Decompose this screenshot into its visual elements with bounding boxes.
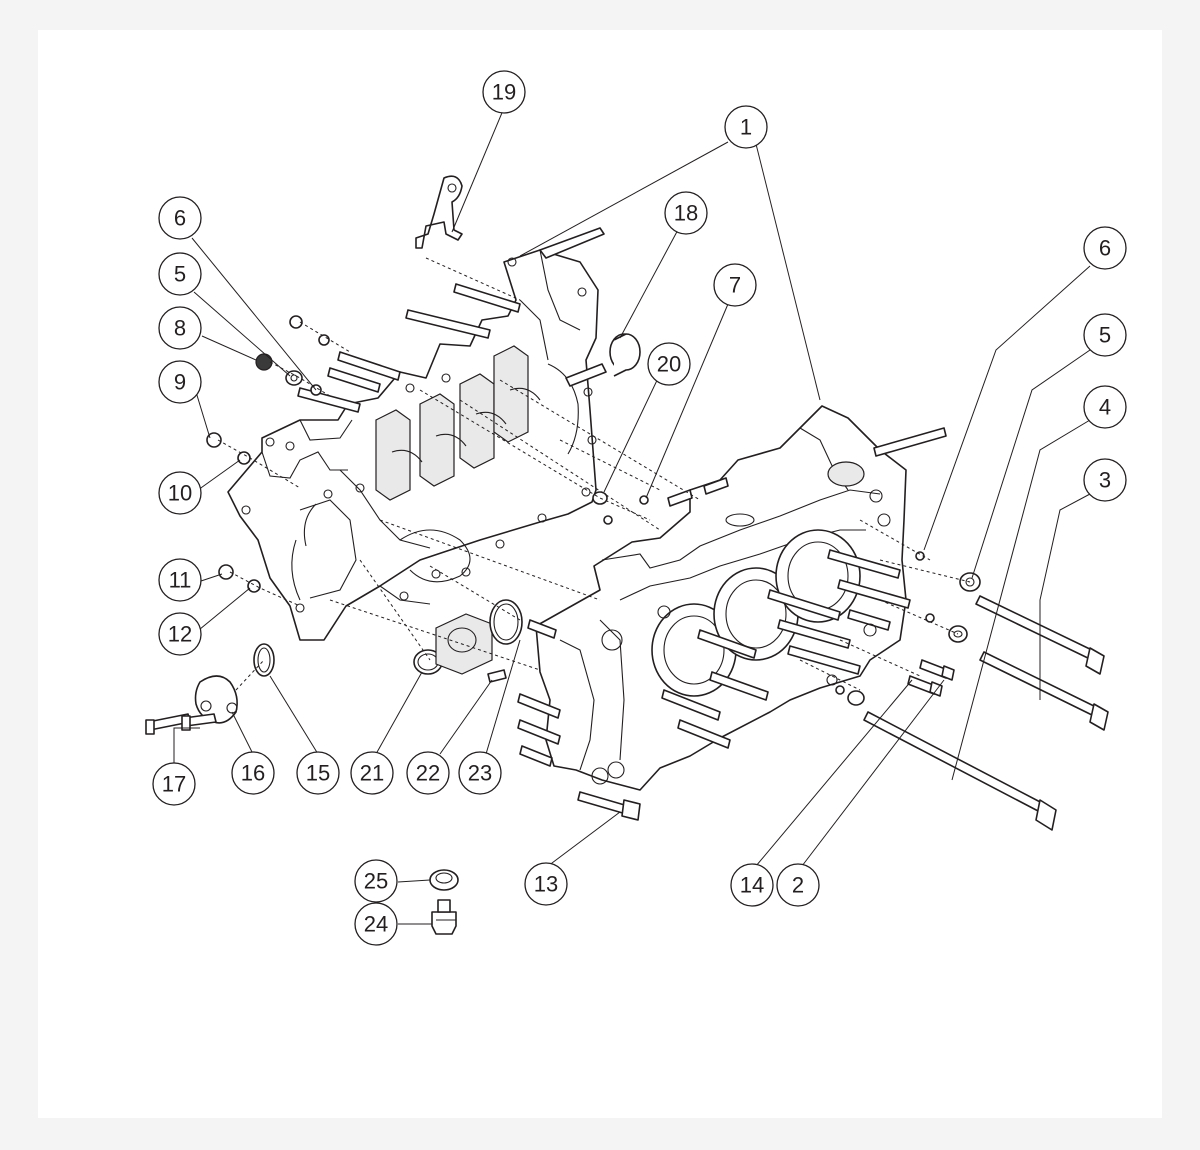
callout-2: 2 [776, 863, 820, 907]
callout-14: 14 [730, 863, 774, 907]
svg-text:7: 7 [729, 273, 741, 298]
callout-21: 21 [350, 751, 394, 795]
leader-lines [173, 107, 1091, 925]
svg-text:4: 4 [1099, 395, 1111, 420]
svg-text:19: 19 [492, 80, 516, 105]
svg-text:6: 6 [174, 206, 186, 231]
callout-1: 1 [724, 105, 768, 149]
callout-15: 15 [296, 751, 340, 795]
callout-3: 3 [1083, 458, 1127, 502]
small-rings-6-7-20 [592, 491, 935, 706]
svg-text:24: 24 [364, 912, 388, 937]
callout-12: 12 [158, 612, 202, 656]
callout-5-left: 5 [158, 252, 202, 296]
seal-15 [253, 643, 275, 677]
svg-text:2: 2 [792, 873, 804, 898]
callout-19: 19 [482, 70, 526, 114]
plug-18 [609, 333, 641, 377]
svg-text:3: 3 [1099, 468, 1111, 493]
svg-text:23: 23 [468, 761, 492, 786]
left-crankcase-half [227, 227, 607, 641]
svg-text:14: 14 [740, 873, 764, 898]
svg-text:17: 17 [162, 772, 186, 797]
bolts-14 [907, 659, 955, 697]
svg-text:13: 13 [534, 872, 558, 897]
callout-17: 17 [152, 762, 196, 806]
nuts-8-9-11 [206, 315, 330, 593]
dowel-22 [487, 669, 507, 683]
svg-text:21: 21 [360, 761, 384, 786]
callout-16: 16 [231, 751, 275, 795]
long-bolt-2 [863, 711, 1057, 831]
long-bolt-3 [975, 595, 1105, 675]
bolt-13 [577, 791, 641, 821]
svg-text:5: 5 [174, 262, 186, 287]
oring-23 [489, 599, 523, 645]
svg-text:9: 9 [174, 370, 186, 395]
svg-text:10: 10 [168, 481, 192, 506]
svg-text:25: 25 [364, 869, 388, 894]
callout-20: 20 [647, 342, 691, 386]
svg-text:5: 5 [1099, 323, 1111, 348]
svg-text:1: 1 [740, 115, 752, 140]
callout-25: 25 [354, 859, 398, 903]
callout-22: 22 [406, 751, 450, 795]
callout-7: 7 [713, 263, 757, 307]
svg-text:20: 20 [657, 352, 681, 377]
callout-23: 23 [458, 751, 502, 795]
assembly-lines [217, 257, 971, 691]
callout-8: 8 [158, 306, 202, 350]
svg-text:6: 6 [1099, 236, 1111, 261]
callout-6-right: 6 [1083, 226, 1127, 270]
oil-bracket-19 [415, 175, 463, 249]
svg-text:12: 12 [168, 622, 192, 647]
callout-13: 13 [524, 862, 568, 906]
drain-plug-24 [431, 899, 457, 935]
callout-11: 11 [158, 558, 202, 602]
svg-text:16: 16 [241, 761, 265, 786]
callout-9: 9 [158, 360, 202, 404]
callout-6-left: 6 [158, 196, 202, 240]
callout-18: 18 [664, 191, 708, 235]
svg-text:8: 8 [174, 316, 186, 341]
svg-text:18: 18 [674, 201, 698, 226]
callout-4: 4 [1083, 385, 1127, 429]
callout-5-right: 5 [1083, 313, 1127, 357]
drain-washer-25 [429, 869, 459, 891]
callout-10: 10 [158, 471, 202, 515]
svg-text:22: 22 [416, 761, 440, 786]
long-bolt-4 [979, 651, 1109, 731]
bolts-17 [145, 713, 217, 735]
right-crankcase-half [517, 405, 947, 791]
svg-text:11: 11 [169, 568, 192, 593]
bushing-housing [435, 613, 493, 675]
svg-text:15: 15 [306, 761, 330, 786]
callout-24: 24 [354, 902, 398, 946]
